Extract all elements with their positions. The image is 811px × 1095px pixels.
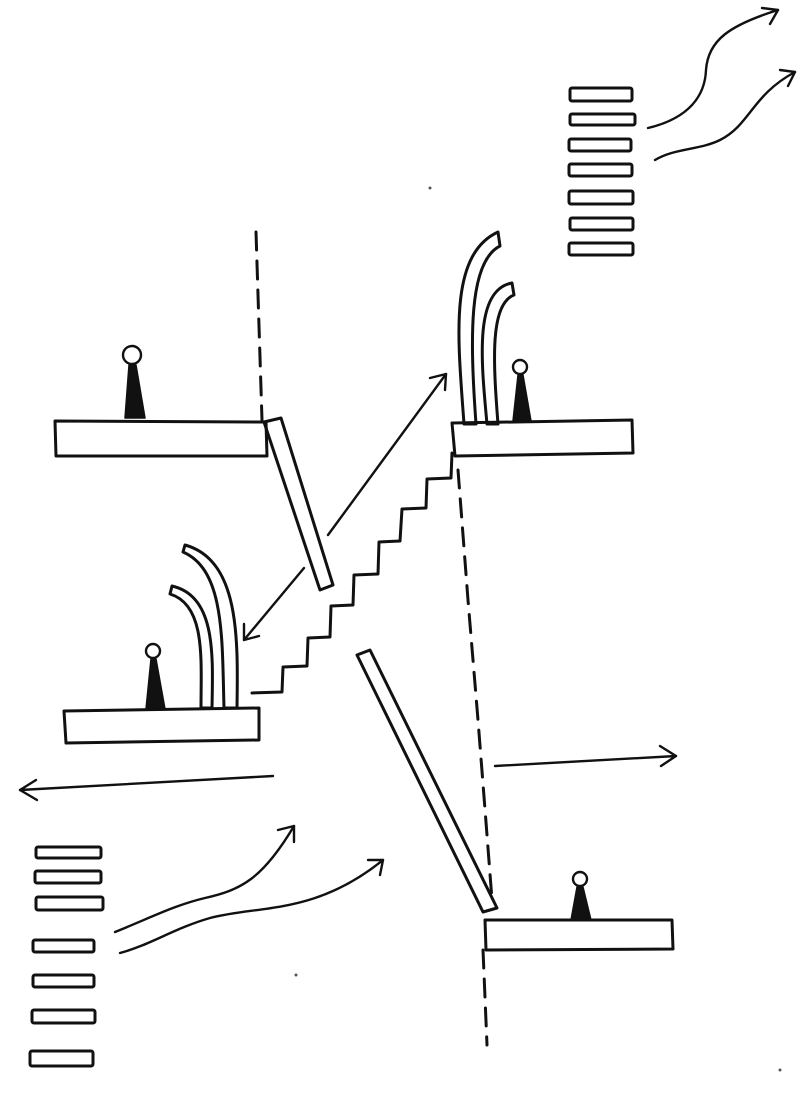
arrow-diagonal-down-left xyxy=(242,566,306,642)
ramp-lower xyxy=(355,648,499,914)
curved-column-short-right xyxy=(480,281,516,426)
curved-column-short-left xyxy=(168,584,214,710)
staircase xyxy=(250,451,454,695)
curved-column-tall-right xyxy=(457,230,502,426)
louvre-stack-lower xyxy=(28,845,105,1068)
figure-middle-left xyxy=(144,642,166,710)
arrow-right xyxy=(493,744,678,768)
arrow-diagonal-up-right xyxy=(326,372,448,537)
figure-upper-left xyxy=(121,344,146,419)
wavy-arrow-lower-1 xyxy=(113,824,296,934)
curved-column-tall-left xyxy=(181,543,239,710)
dashed-section-line-left xyxy=(254,230,264,422)
louvre-stack-upper xyxy=(567,86,637,257)
pencil-dot-3 xyxy=(778,1068,782,1072)
wavy-arrow-lower-2 xyxy=(118,858,385,955)
ramp-upper xyxy=(262,416,335,592)
pencil-dot-2 xyxy=(294,973,298,977)
floor-slab-middle-left xyxy=(62,706,261,745)
pencil-dot-1 xyxy=(428,186,432,190)
floor-slab-upper-left xyxy=(53,419,269,458)
figure-lower-right xyxy=(570,870,592,921)
arrow-left xyxy=(18,774,275,802)
dashed-section-line-right xyxy=(456,468,494,1047)
wavy-arrow-upper-2 xyxy=(653,68,797,162)
wavy-arrow-upper-1 xyxy=(646,6,780,130)
floor-slab-upper-right xyxy=(450,418,635,458)
floor-slab-lower-right xyxy=(483,918,675,952)
figure-upper-right xyxy=(511,358,532,422)
